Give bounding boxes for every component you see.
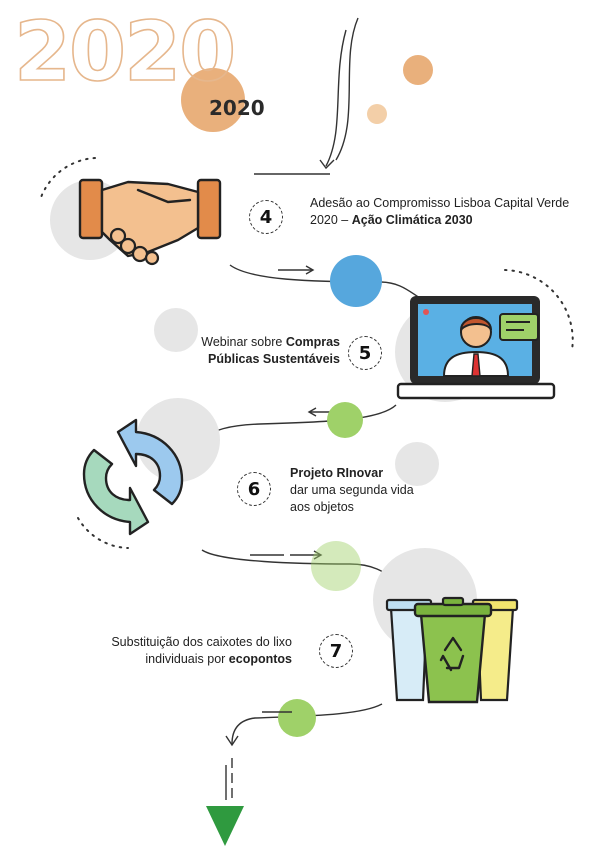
dotted-arc (39, 157, 96, 201)
arrowhead (225, 735, 239, 747)
step-6-text: Projeto RInovar dar uma segunda vida aos… (290, 465, 420, 516)
step-5-text-plain: Webinar sobre (201, 335, 286, 349)
connector-line (335, 17, 359, 161)
connector-line (229, 264, 421, 299)
connector-line (199, 404, 397, 441)
step-7-text: Substituição dos caixotes do lixo indivi… (100, 634, 292, 668)
dotted-arc (77, 517, 129, 549)
orange-dot-small (367, 104, 387, 124)
step-4-text: Adesão ao Compromisso Lisboa Capital Ver… (310, 195, 570, 229)
handshake-icon (78, 178, 222, 266)
step-6-text-bold: Projeto RInovar (290, 466, 384, 480)
step-4-text-plain: Adesão ao Compromisso Lisboa Capital Ver… (310, 196, 570, 227)
green-circle-pale (311, 541, 361, 591)
arrowhead (307, 407, 317, 417)
year-badge: 2020 (209, 96, 265, 120)
step-number-4: 4 (249, 200, 283, 234)
step-number-5: 5 (348, 336, 382, 370)
step-4-text-bold: Ação Climática 2030 (351, 213, 473, 227)
header-orange-circle (181, 68, 245, 132)
connector-line (231, 703, 383, 745)
step-5-text-bold: Compras Públicas Sustentáveis (207, 335, 340, 366)
step-number-6: 6 (237, 472, 271, 506)
green-circle (278, 699, 316, 737)
orange-dot (403, 55, 433, 85)
arrowhead (313, 550, 323, 560)
connector-line (201, 549, 393, 581)
step-5-text: Webinar sobre Compras Públicas Sustentáv… (170, 334, 340, 368)
circular-arrows-icon (82, 418, 184, 536)
gray-circle (395, 442, 439, 486)
dotted-arc (504, 269, 574, 351)
green-circle (327, 402, 363, 438)
blue-circle (330, 255, 382, 307)
arrowhead (305, 265, 315, 275)
laptop-video-call-icon (396, 296, 556, 400)
step-7-text-bold: ecopontos (228, 652, 292, 666)
year-outline: 2020 (13, 5, 237, 100)
gray-circle (154, 308, 198, 352)
arrowhead (319, 159, 335, 170)
recycling-bins-icon (385, 596, 519, 704)
end-arrow-icon (206, 806, 244, 846)
connector-line (325, 29, 347, 167)
step-number-7: 7 (319, 634, 353, 668)
step-6-text-plain: dar uma segunda vida aos objetos (290, 483, 414, 514)
step-7-text-plain: Substituição dos caixotes do lixo indivi… (111, 635, 292, 666)
